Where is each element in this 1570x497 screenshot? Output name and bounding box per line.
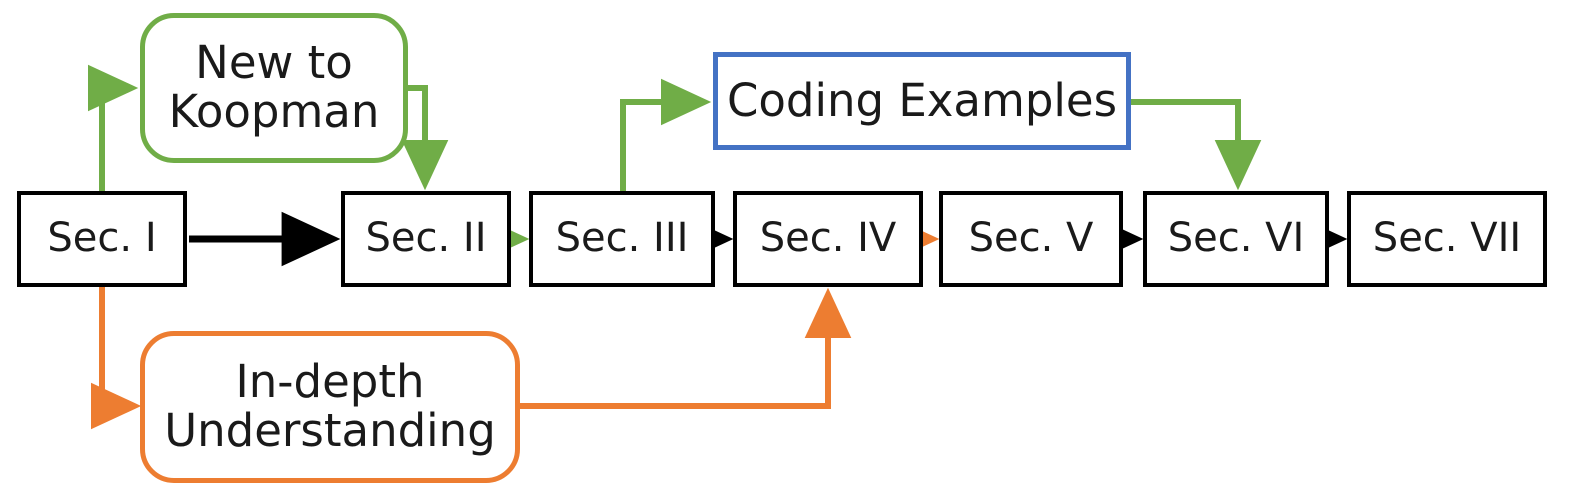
edge-sec3-to-coding-examples [620, 78, 712, 191]
node-sec-5-label: Sec. V [968, 215, 1094, 262]
edge-new-to-koopman-to-sec2 [401, 85, 449, 191]
node-in-depth-understanding-label: In-depth Understanding [164, 355, 496, 457]
edge-coding-examples-to-sec6 [1131, 99, 1262, 191]
node-sec-2-label: Sec. II [365, 215, 487, 262]
node-sec-1[interactable]: Sec. I [17, 191, 187, 287]
node-sec-5[interactable]: Sec. V [939, 191, 1123, 287]
edge-sec1-to-new-to-koopman [87, 64, 139, 191]
node-new-to-koopman-label: New to Koopman [168, 36, 380, 138]
node-sec-7-label: Sec. VII [1372, 215, 1522, 262]
node-coding-examples[interactable]: Coding Examples [713, 52, 1131, 150]
node-sec-2[interactable]: Sec. II [341, 191, 511, 287]
node-sec-3-label: Sec. III [555, 215, 689, 262]
node-new-to-koopman[interactable]: New to Koopman [140, 13, 408, 163]
node-sec-3[interactable]: Sec. III [529, 191, 715, 287]
edge-in-depth-to-sec4 [520, 287, 852, 409]
node-sec-1-label: Sec. I [47, 215, 157, 262]
node-sec-4[interactable]: Sec. IV [733, 191, 923, 287]
node-sec-7[interactable]: Sec. VII [1347, 191, 1547, 287]
node-in-depth-understanding[interactable]: In-depth Understanding [140, 331, 520, 483]
node-sec-4-label: Sec. IV [759, 215, 897, 262]
node-coding-examples-label: Coding Examples [726, 73, 1118, 127]
node-sec-6-label: Sec. VI [1167, 215, 1305, 262]
node-sec-6[interactable]: Sec. VI [1143, 191, 1329, 287]
edge-sec1-to-in-depth [90, 287, 142, 430]
